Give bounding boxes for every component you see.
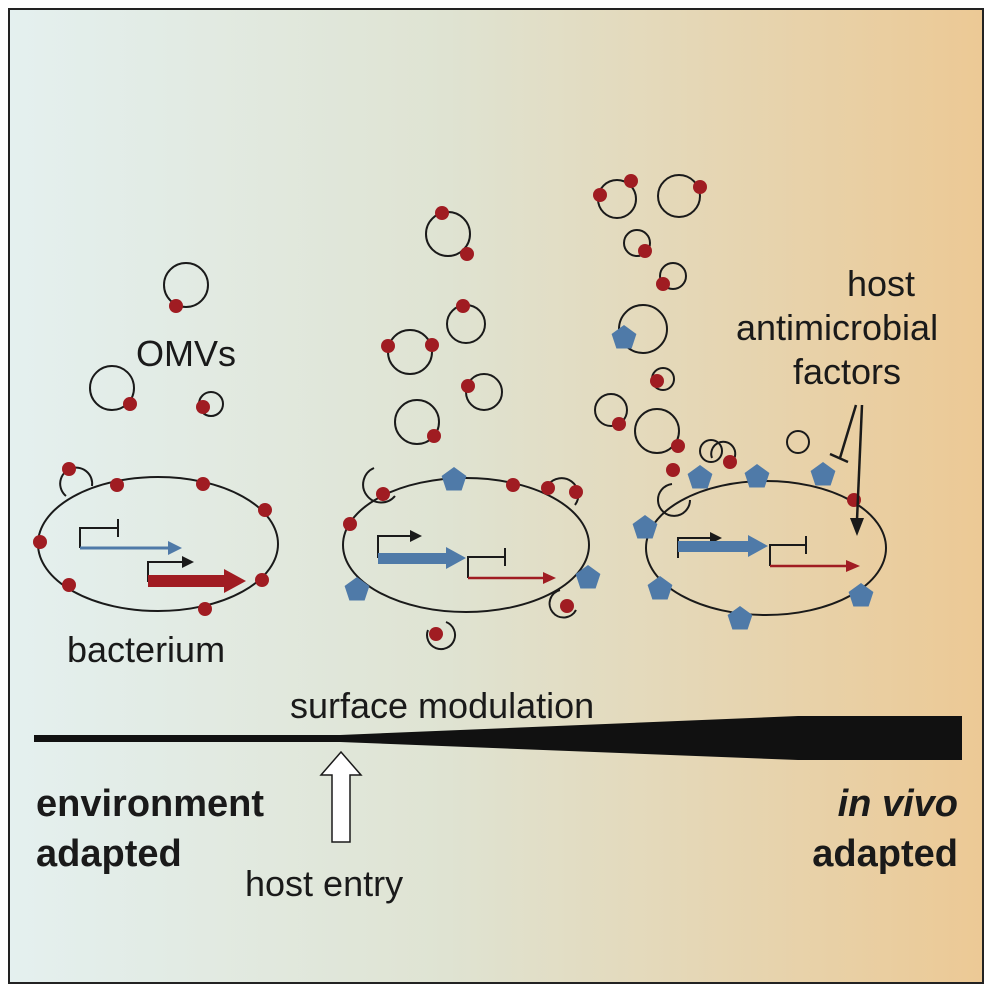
omvs-group-1	[89, 262, 224, 417]
bud-vesicle-icon	[548, 589, 577, 619]
bud-vesicle-icon	[426, 621, 456, 651]
red-dot-icon	[62, 462, 76, 476]
red-dot-icon	[666, 463, 680, 477]
red-dot-icon	[456, 299, 470, 313]
surface-modulation-label: surface modulation	[290, 685, 594, 726]
bacterium-label: bacterium	[67, 629, 225, 670]
promoter-arrow-icon	[467, 556, 505, 578]
red-dot-icon	[196, 477, 210, 491]
bud-vesicle-icon	[657, 483, 691, 517]
bud-vesicle-icon	[710, 440, 737, 463]
red-dot-icon	[541, 481, 555, 495]
red-dot-icon	[693, 180, 707, 194]
red-dot-icon	[638, 244, 652, 258]
red-dot-icon	[258, 503, 272, 517]
hollow-up-arrow-icon[interactable]	[319, 750, 363, 843]
red-dot-icon	[427, 429, 441, 443]
red-dot-icon	[425, 338, 439, 352]
bud-vesicle-icon	[362, 467, 396, 504]
background-gradient	[10, 10, 982, 982]
gene-arrow-icon	[378, 553, 448, 564]
vesicle-circle-icon	[394, 399, 440, 445]
vesicle-circle-icon	[657, 174, 701, 218]
factor-arrow-head	[850, 518, 864, 536]
surface-modulation-wedge	[34, 716, 962, 760]
host-entry-label: host entry	[245, 863, 403, 904]
diagram-frame	[8, 8, 984, 984]
host-factors-label-3: factors	[793, 351, 901, 392]
red-dot-icon	[460, 247, 474, 261]
red-dot-icon	[62, 578, 76, 592]
gene-arrow-head	[748, 535, 768, 557]
promoter-arrow-head	[410, 530, 422, 542]
gene-arrow-head	[543, 572, 556, 584]
red-dot-icon	[169, 299, 183, 313]
red-dot-icon	[123, 397, 137, 411]
gene-arrow-icon	[148, 575, 226, 587]
promoter-arrow-icon	[769, 544, 806, 566]
red-dot-icon	[656, 277, 670, 291]
vesicle-circle-icon	[786, 430, 810, 454]
red-dot-icon	[435, 206, 449, 220]
vesicle-circle-icon	[163, 262, 209, 308]
in-vivo-adapted-label: adapted	[812, 833, 958, 875]
gene-arrow-head	[446, 547, 466, 569]
red-dot-icon	[33, 535, 47, 549]
promoter-arrow-icon	[377, 535, 412, 558]
bacterium-2-membrane	[342, 477, 590, 613]
red-dot-icon	[196, 400, 210, 414]
inhibition-arrow-icon	[829, 404, 864, 521]
vesicle-circle-icon	[634, 408, 680, 454]
vesicle-circle-icon	[594, 393, 628, 427]
omvs-label: OMVs	[136, 333, 236, 374]
vesicle-circle-icon	[699, 439, 723, 463]
red-dot-icon	[381, 339, 395, 353]
promoter-arrow-icon	[79, 527, 118, 548]
vesicle-circle-icon	[89, 365, 135, 411]
red-dot-icon	[723, 455, 737, 469]
bacterium-1-dots	[33, 462, 272, 616]
red-dot-icon	[569, 485, 583, 499]
red-dot-icon	[461, 379, 475, 393]
environment-adapted-label-1: environment	[36, 783, 264, 825]
host-factors-label-1: host	[847, 263, 915, 304]
red-dot-icon	[624, 174, 638, 188]
red-dot-icon	[671, 439, 685, 453]
red-dot-icon	[198, 602, 212, 616]
red-dot-icon	[612, 417, 626, 431]
red-dot-icon	[255, 573, 269, 587]
promoter-arrow-head	[182, 556, 194, 568]
red-dot-icon	[506, 478, 520, 492]
red-dot-icon	[593, 188, 607, 202]
red-dot-icon	[560, 599, 574, 613]
host-factors-label-2: antimicrobial	[736, 307, 938, 348]
red-dot-icon	[650, 374, 664, 388]
bacterium-2	[342, 467, 590, 651]
omvs-group-2-dots	[381, 206, 475, 443]
omvs-group-3-dots	[593, 174, 707, 453]
environment-adapted-label-2: adapted	[36, 833, 182, 875]
red-dot-icon	[110, 478, 124, 492]
in-vivo-label: in vivo	[838, 783, 958, 825]
red-dot-icon	[343, 517, 357, 531]
red-dot-icon	[376, 487, 390, 501]
bacterium-2-dots	[343, 478, 583, 641]
red-dot-icon	[429, 627, 443, 641]
omvs-group-1-dots	[123, 299, 210, 414]
gene-arrow-head	[224, 569, 246, 593]
gene-arrow-icon	[678, 541, 750, 552]
gene-arrow-head	[168, 541, 182, 555]
vesicle-circle-icon	[659, 262, 687, 290]
gene-arrow-head	[846, 560, 860, 572]
bud-vesicle-icon	[547, 477, 580, 506]
vesicle-circle-icon	[623, 229, 651, 257]
